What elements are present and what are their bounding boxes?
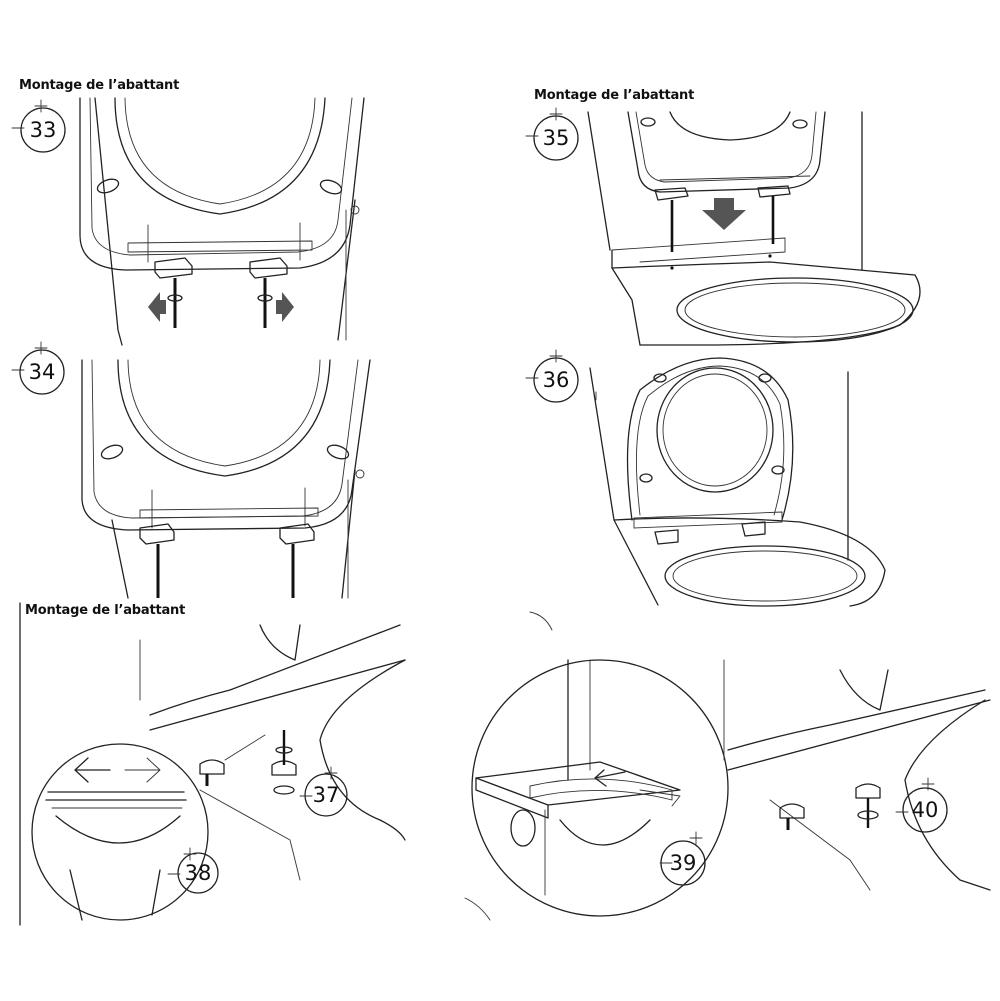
arrow-down-icon	[702, 198, 746, 230]
section-title-top-right: Montage de l’abattant	[534, 88, 695, 103]
step-number-39: 39	[669, 851, 697, 875]
step-number-35: 35	[542, 126, 570, 150]
step-37-badge-circle	[304, 773, 348, 817]
section-title-top-left: Montage de l’abattant	[19, 78, 180, 93]
step-33-badge-circle	[20, 107, 66, 153]
step-40-badge-circle	[902, 787, 948, 833]
step-38-badge-circle	[177, 852, 219, 894]
step-34-badge-circle	[19, 349, 65, 395]
detail-magnifier-38	[31, 743, 209, 921]
step-number-33: 33	[29, 118, 57, 142]
step-number-36: 36	[542, 368, 570, 392]
arrow-left-icon	[594, 769, 626, 787]
step-37-38-illustration	[19, 602, 406, 926]
step-39-40-illustration	[464, 611, 991, 921]
detail-magnifier-39	[471, 659, 729, 917]
step-36-illustration	[525, 349, 886, 607]
step-number-38: 38	[184, 861, 212, 885]
arrow-right-icon	[124, 757, 161, 783]
section-title-bottom: Montage de l’abattant	[25, 603, 186, 618]
arrow-left-icon	[74, 757, 111, 783]
step-35-illustration	[525, 107, 921, 346]
step-34-illustration	[11, 341, 371, 599]
step-number-37: 37	[312, 783, 340, 807]
step-33-illustration	[11, 97, 365, 346]
arrow-right-icon	[276, 292, 294, 322]
arrow-left-icon	[148, 292, 166, 322]
step-number-34: 34	[28, 360, 56, 384]
step-number-40: 40	[911, 798, 939, 822]
